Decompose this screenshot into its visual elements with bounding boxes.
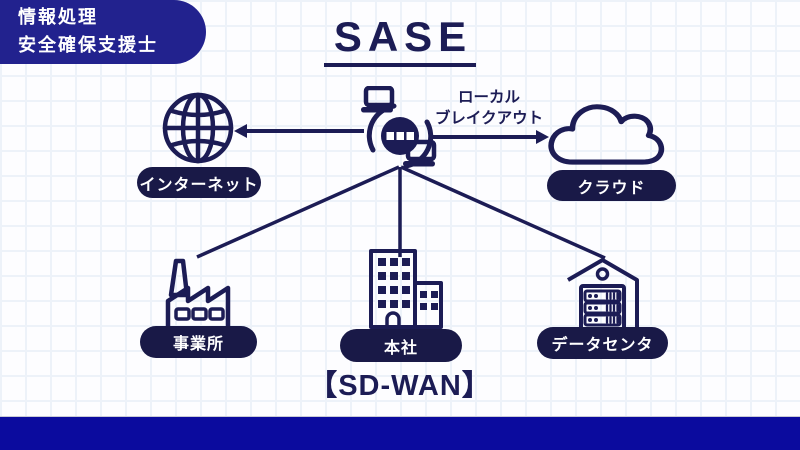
badge-line2: 安全確保支援士: [18, 35, 158, 55]
label-cloud: クラウド: [547, 170, 676, 201]
badge-line1: 情報処理: [18, 7, 98, 28]
cloud-icon: [542, 96, 674, 174]
server-rack-icon: [555, 248, 650, 338]
label-headquarters: 本社: [340, 329, 462, 362]
page-title: SASE: [0, 13, 800, 67]
local-breakout-label: ローカル ブレイクアウト: [434, 89, 544, 127]
secure-gateway-icon: [352, 86, 447, 181]
certification-badge: 情報処理 安全確保支援士: [0, 0, 206, 64]
bottom-accent-bar: [0, 416, 800, 450]
label-internet: インターネット: [137, 167, 261, 198]
label-office: 事業所: [140, 326, 257, 358]
sdwan-caption: 【SD-WAN】: [308, 370, 492, 402]
label-datacenter: データセンタ: [537, 327, 668, 359]
office-building-icon: [355, 245, 450, 335]
factory-icon: [152, 255, 247, 335]
globe-icon: [158, 88, 238, 168]
